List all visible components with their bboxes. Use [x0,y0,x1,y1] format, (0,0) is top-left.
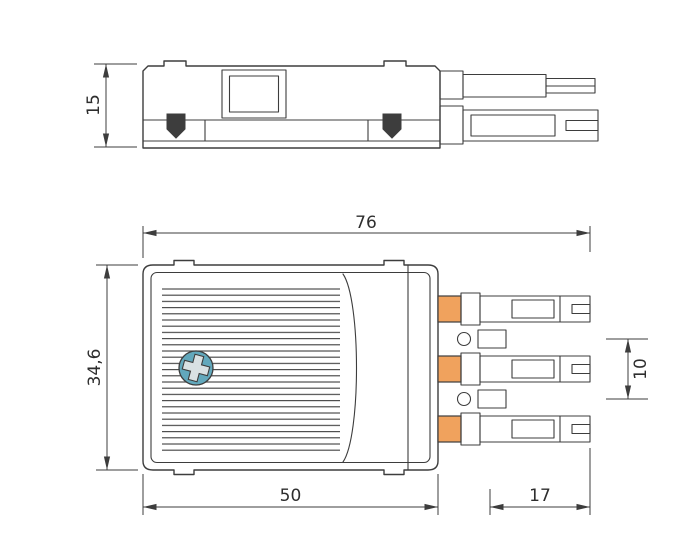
dimension-height: 15 [84,63,137,148]
dim-length-label: 76 [355,213,377,233]
pin3-slot [571,423,591,435]
side-window-outer [221,69,287,119]
plan-body-outline [142,259,439,476]
dimension-housing-length: 50 [142,474,439,515]
contact-block-1 [437,295,462,323]
screw-cross-icon [181,353,211,383]
dimension-pole-pitch: 10 [606,338,651,400]
side-view: 15 [84,60,599,149]
dim-height-label: 15 [84,94,104,116]
plan-view: 76 34,6 50 17 10 [85,213,651,515]
fixing-screw [178,350,214,386]
pin-contact-1 [460,292,591,326]
dimension-width: 34,6 [85,264,138,471]
side-terminals [439,70,599,145]
lower-terminal-slot [565,119,599,132]
test-opening-1 [456,331,472,347]
test-stub-2 [477,389,507,409]
pin1-base [460,292,481,326]
dim-width-label: 34,6 [85,349,105,387]
lower-terminal-inner [470,114,556,137]
side-body-outline [142,60,441,149]
dim-pin-label: 17 [529,486,551,506]
side-window-inner [228,75,280,113]
pin2-mid [511,359,555,379]
plan-body-inner-outline [150,271,431,464]
latch-left [166,113,186,139]
pin1-mid [511,299,555,319]
dim-pitch-label: 10 [631,358,651,380]
latch-right [382,113,402,139]
dimension-pin-length: 17 [489,448,591,515]
contact-blocks [437,295,462,443]
contact-block-2 [437,355,462,383]
cover-curve [342,273,357,463]
upper-terminal-shaft [462,73,547,98]
pin3-base [460,412,481,446]
dimension-overall-length: 76 [142,213,591,258]
lower-terminal-throat [439,105,464,145]
upper-terminal-throat [439,70,464,100]
pin3-mid [511,419,555,439]
pin2-base [460,352,481,386]
pin-contact-2 [460,352,591,386]
test-openings [456,329,507,409]
dim-housing-label: 50 [280,486,302,506]
pin1-slot [571,303,591,315]
test-stub-1 [477,329,507,349]
pin-contact-3 [460,412,591,446]
test-opening-2 [456,391,472,407]
pin2-slot [571,363,591,375]
contact-block-3 [437,415,462,443]
